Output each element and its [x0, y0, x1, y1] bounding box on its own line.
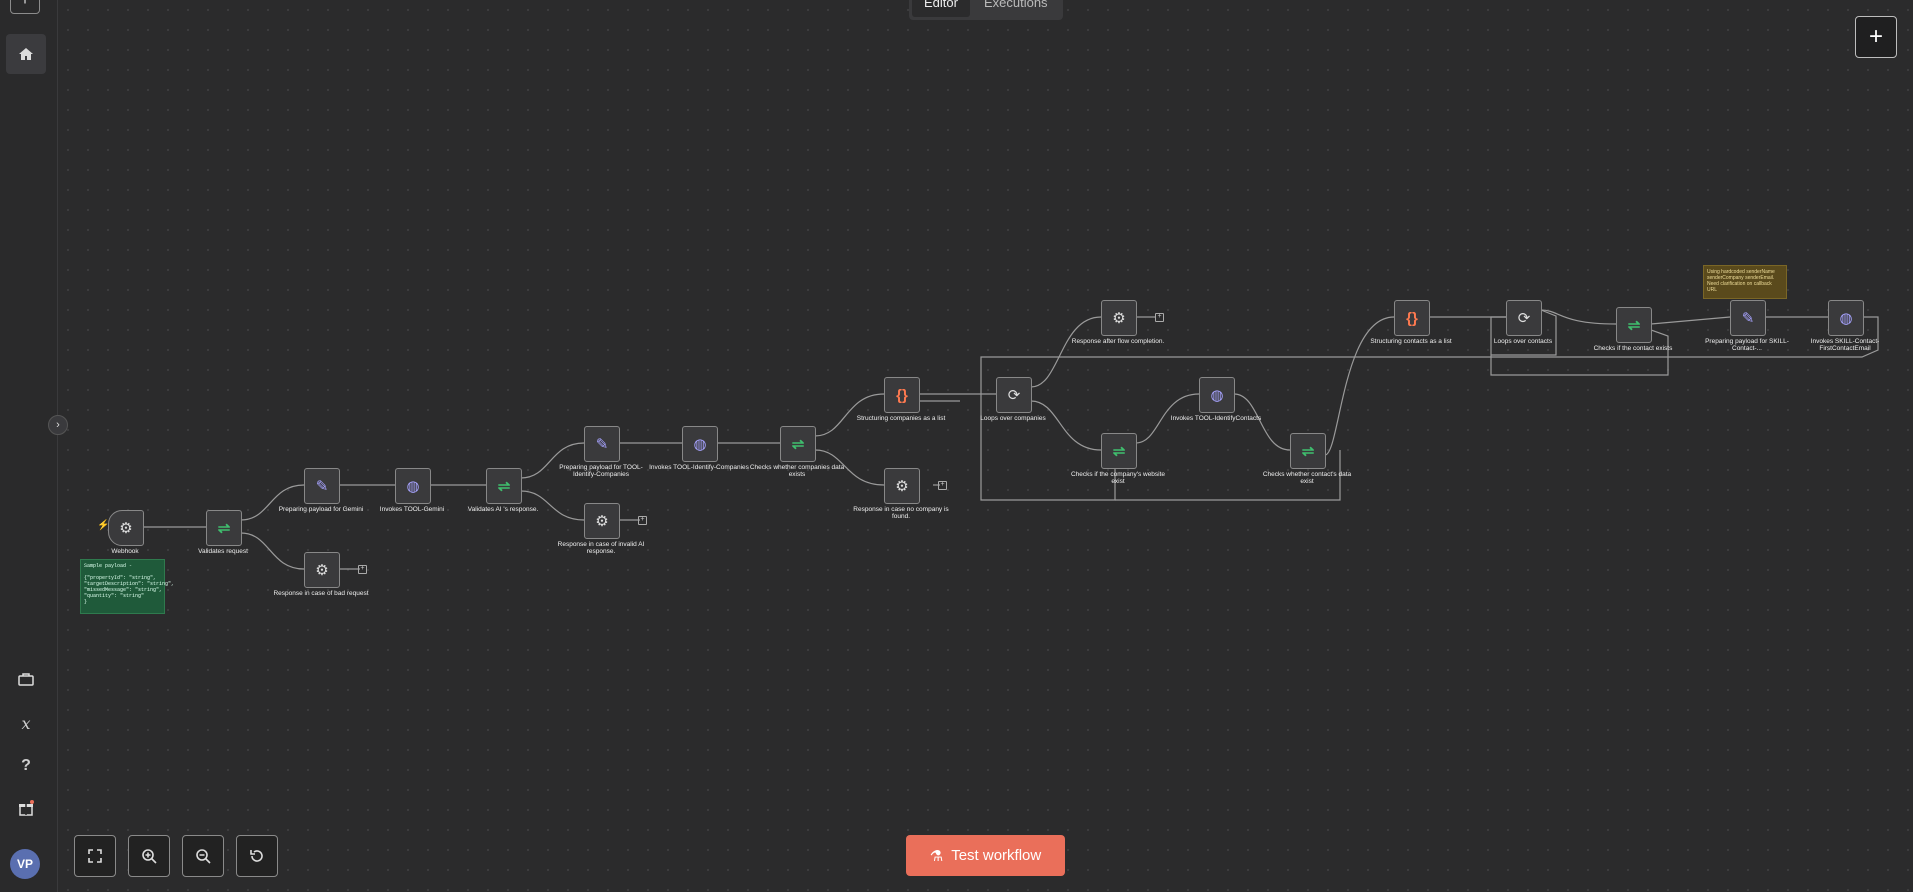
home-icon[interactable] [6, 34, 46, 74]
if-icon: ⇌ [497, 478, 511, 495]
tab-editor[interactable]: Editor [912, 0, 970, 17]
node-checks-companies[interactable]: ⇌ [780, 426, 816, 462]
if-icon: ⇌ [1112, 443, 1126, 460]
lightning-icon: ⚡ [97, 520, 110, 531]
node-bad-request[interactable]: ⚙ [304, 552, 340, 588]
node-label: Structuring contacts as a list [1370, 338, 1452, 345]
node-payload-identify[interactable]: ✎ [584, 426, 620, 462]
add-icon[interactable]: + [638, 516, 647, 525]
if-icon: ⇌ [1301, 443, 1315, 460]
node-label: Preparing payload for TOOL-Identify-Comp… [559, 464, 643, 478]
variables-icon[interactable]: 𝑥 [21, 713, 31, 733]
add-icon[interactable]: + [1155, 313, 1164, 322]
globe-icon: ◍ [693, 436, 707, 453]
undo-icon [250, 850, 263, 862]
node-validates-ai[interactable]: ⇌ [486, 468, 522, 504]
node-label: Loops over companies [980, 415, 1046, 422]
zoom-in-button[interactable] [128, 835, 170, 877]
webhook-icon: ⚙ [1112, 310, 1126, 327]
node-label: Checks if the company's website exist [1070, 471, 1166, 485]
code-icon: {} [1406, 309, 1418, 327]
webhook-icon: ⚙ [315, 562, 329, 579]
globe-icon: ◍ [406, 478, 420, 495]
node-checks-website[interactable]: ⇌ [1101, 433, 1137, 469]
node-validates-request[interactable]: ⇌ [206, 510, 242, 546]
node-structuring-companies[interactable]: {} [884, 377, 920, 413]
node-label: Response in case of invalid AI response. [557, 541, 645, 555]
fit-view-button[interactable] [74, 835, 116, 877]
node-invokes-skill[interactable]: ◍ [1828, 300, 1864, 336]
zoom-out-button[interactable] [182, 835, 224, 877]
zoom-out-icon [196, 849, 211, 864]
node-label: Preparing payload for Gemini [278, 506, 364, 513]
node-label: Response in case of bad request [273, 590, 369, 597]
tab-executions[interactable]: Executions [983, 0, 1048, 10]
node-invokes-contacts[interactable]: ◍ [1199, 377, 1235, 413]
node-no-company[interactable]: ⚙ [884, 468, 920, 504]
if-icon: ⇌ [217, 520, 231, 537]
add-icon[interactable]: + [10, 0, 40, 14]
node-label: Checks whether companies data exists [749, 464, 845, 478]
node-checks-contacts[interactable]: ⇌ [1290, 433, 1326, 469]
node-structuring-contacts[interactable]: {} [1394, 300, 1430, 336]
templates-icon[interactable] [6, 660, 46, 700]
node-loops-contacts[interactable]: ⟳ [1506, 300, 1542, 336]
node-label: Invokes TOOL-Gemini [379, 506, 445, 513]
node-invalid-ai[interactable]: ⚙ [584, 503, 620, 539]
if-icon: ⇌ [1627, 317, 1641, 334]
node-label: Invokes TOOL-IdentifyContacts [1170, 415, 1262, 422]
fit-icon [88, 849, 102, 863]
node-label: Validates request [198, 548, 248, 555]
if-icon: ⇌ [791, 436, 805, 453]
pencil-icon: ✎ [1741, 310, 1755, 327]
help-icon[interactable]: ? [21, 757, 31, 774]
node-invokes-gemini[interactable]: ◍ [395, 468, 431, 504]
avatar[interactable]: VP [10, 849, 40, 879]
code-icon: {} [896, 386, 908, 404]
node-label: Structuring companies as a list [856, 415, 946, 422]
test-workflow-label: Test workflow [951, 847, 1042, 864]
globe-icon: ◍ [1210, 387, 1224, 404]
loop-icon: ⟳ [1007, 387, 1021, 404]
view-tabs: Editor Executions [909, 0, 1063, 20]
zoom-in-icon [142, 849, 157, 864]
pencil-icon: ✎ [595, 436, 609, 453]
sticky-note-sample-payload[interactable]: Sample payload - {"propertyId": "string"… [80, 559, 174, 614]
node-invokes-identify[interactable]: ◍ [682, 426, 718, 462]
node-payload-skill[interactable]: ✎ [1730, 300, 1766, 336]
webhook-icon: ⚙ [595, 513, 609, 530]
node-label: Validates AI 's response. [467, 506, 539, 513]
node-label: Checks whether contact's data exist [1262, 471, 1352, 485]
add-node-button[interactable]: + [1855, 16, 1897, 58]
webhook-icon: ⚙ [119, 520, 133, 537]
workflow-canvas[interactable] [58, 0, 1913, 892]
loop-icon: ⟳ [1517, 310, 1531, 327]
node-label: Response in case no company is found. [853, 506, 949, 520]
add-icon[interactable]: + [358, 565, 367, 574]
node-label: Loops over contacts [1493, 338, 1553, 345]
chevron-right-icon[interactable]: › [48, 415, 68, 435]
node-payload-gemini[interactable]: ✎ [304, 468, 340, 504]
node-label: Preparing payload for SKILL-Contact-... [1705, 338, 1789, 352]
gift-icon[interactable] [6, 788, 46, 828]
test-workflow-button[interactable]: ⚗ Test workflow [906, 835, 1065, 876]
sticky-note-hardcoded[interactable]: Using hardcoded senderName senderCompany… [1703, 265, 1787, 299]
add-icon[interactable]: + [938, 481, 947, 490]
node-checks-contact-exists[interactable]: ⇌ [1616, 307, 1652, 343]
node-label: Checks if the contact exists [1593, 345, 1673, 352]
reset-zoom-button[interactable] [236, 835, 278, 877]
node-webhook[interactable]: ⚙ [108, 510, 144, 546]
sidebar: + 𝑥 ? VP [0, 0, 58, 892]
globe-icon: ◍ [1839, 310, 1853, 327]
node-label: Invokes SKILL-Contact-FirstContactEmail [1810, 338, 1880, 352]
flask-icon: ⚗ [929, 847, 944, 865]
node-loops-companies[interactable]: ⟳ [996, 377, 1032, 413]
pencil-icon: ✎ [315, 478, 329, 495]
node-label: Invokes TOOL-Identify-Companies [649, 464, 749, 471]
webhook-icon: ⚙ [895, 478, 909, 495]
node-after-completion[interactable]: ⚙ [1101, 300, 1137, 336]
node-label: Response after flow completion. [1071, 338, 1165, 345]
node-label: Webhook [111, 548, 139, 555]
